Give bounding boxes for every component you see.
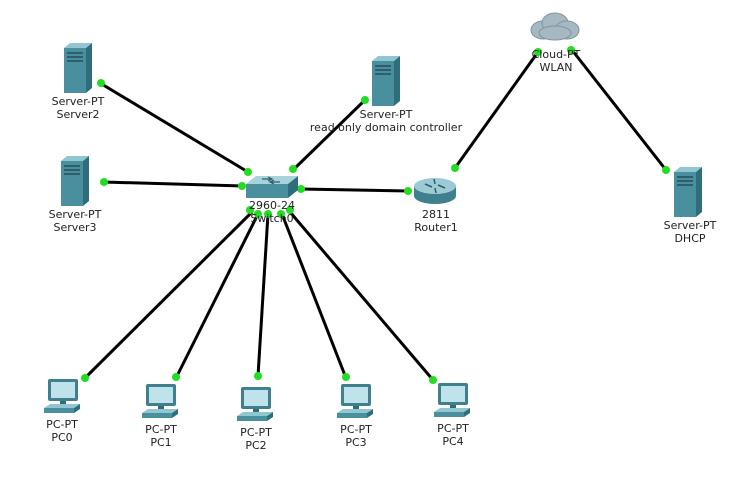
link-cloud-dhcp[interactable] xyxy=(570,49,668,171)
router1-label: 2811 Router1 xyxy=(414,208,457,234)
pc2-label: PC-PT PC2 xyxy=(240,426,272,452)
device-model: PC-PT xyxy=(145,423,177,436)
pc-icon xyxy=(44,379,80,413)
pc0-label: PC-PT PC0 xyxy=(46,418,78,444)
link-light xyxy=(662,166,670,174)
link-light xyxy=(100,178,108,186)
link-light xyxy=(264,210,272,218)
server3-label: Server-PT Server3 xyxy=(49,208,102,234)
device-model: Server-PT xyxy=(663,219,717,232)
pc-icon xyxy=(337,384,373,418)
pc0-device[interactable] xyxy=(42,378,82,416)
server-tower-icon xyxy=(372,56,400,106)
link-router1-cloud[interactable] xyxy=(453,51,540,169)
link-light xyxy=(246,206,254,214)
link-switch0-pc3[interactable] xyxy=(280,213,348,379)
link-light xyxy=(534,48,542,56)
pc1-device[interactable] xyxy=(140,383,180,421)
router1-device[interactable] xyxy=(412,174,458,206)
device-model: Cloud-PT xyxy=(531,48,581,61)
server3-device[interactable] xyxy=(57,155,91,207)
link-switch0-pc1[interactable] xyxy=(174,213,260,379)
link-switch0-rodc[interactable] xyxy=(291,98,367,172)
link-light xyxy=(404,187,412,195)
link-switch0-pc2[interactable] xyxy=(256,213,270,377)
link-light xyxy=(81,374,89,382)
link-light xyxy=(361,96,369,104)
dhcp-device[interactable] xyxy=(670,166,704,218)
switch0-label: 2960-24 Switch0 xyxy=(249,199,295,225)
cloud-icon xyxy=(530,12,580,41)
device-name: WLAN xyxy=(539,61,573,74)
link-light xyxy=(238,182,246,190)
cloud-label: Cloud-PT WLAN xyxy=(532,48,581,74)
pc-icon xyxy=(142,384,178,418)
device-model: PC-PT xyxy=(340,423,372,436)
pc4-label: PC-PT PC4 xyxy=(437,422,469,448)
device-name: Switch0 xyxy=(250,212,294,225)
pc1-label: PC-PT PC1 xyxy=(145,423,177,449)
link-light xyxy=(97,79,105,87)
pc2-device[interactable] xyxy=(235,386,275,424)
device-name: PC3 xyxy=(345,436,367,449)
server-tower-icon xyxy=(61,156,89,206)
link-light xyxy=(342,373,350,381)
device-model: PC-PT xyxy=(437,422,469,435)
device-model: Server-PT xyxy=(359,108,413,121)
rodc-label: Server-PT read only domain controller xyxy=(310,108,462,134)
device-model: Server-PT xyxy=(48,208,102,221)
device-model: Server-PT xyxy=(51,95,105,108)
device-name: Server3 xyxy=(53,221,97,234)
pc-icon xyxy=(237,387,273,421)
server2-device[interactable] xyxy=(60,42,94,94)
switch-icon xyxy=(246,176,298,198)
link-switch0-router1[interactable] xyxy=(300,187,409,193)
link-light xyxy=(254,210,262,218)
device-name: PC2 xyxy=(245,439,267,452)
device-model: 2811 xyxy=(421,208,450,221)
server-tower-icon xyxy=(64,43,92,93)
link-switch0-pc4[interactable] xyxy=(288,211,435,381)
device-name: PC0 xyxy=(51,431,73,444)
cloud-device[interactable] xyxy=(529,10,581,42)
device-name: PC1 xyxy=(150,436,172,449)
link-light xyxy=(451,164,459,172)
device-name: read only domain controller xyxy=(309,121,463,134)
link-light xyxy=(172,373,180,381)
router-icon xyxy=(414,178,456,204)
link-light xyxy=(297,185,305,193)
pc3-device[interactable] xyxy=(335,383,375,421)
device-model: PC-PT xyxy=(240,426,272,439)
link-switch0-pc0[interactable] xyxy=(83,210,254,380)
link-light xyxy=(289,165,297,173)
link-switch0-server3[interactable] xyxy=(102,180,244,188)
device-model: 2960-24 xyxy=(249,199,295,212)
device-model: PC-PT xyxy=(46,418,78,431)
server-tower-icon xyxy=(674,167,702,217)
link-light xyxy=(286,206,294,214)
dhcp-label: Server-PT DHCP xyxy=(664,219,717,245)
switch0-device[interactable] xyxy=(244,174,300,202)
device-name: Router1 xyxy=(414,221,458,234)
pc3-label: PC-PT PC3 xyxy=(340,423,372,449)
link-light xyxy=(244,168,252,176)
link-light xyxy=(277,210,285,218)
device-name: PC4 xyxy=(442,435,464,448)
pc-icon xyxy=(434,383,470,417)
device-name: DHCP xyxy=(674,232,706,245)
link-light xyxy=(254,372,262,380)
link-switch0-server2[interactable] xyxy=(99,81,249,174)
device-name: Server2 xyxy=(56,108,100,121)
pc4-device[interactable] xyxy=(432,382,472,420)
link-light xyxy=(567,46,575,54)
link-light xyxy=(429,376,437,384)
server2-label: Server-PT Server2 xyxy=(52,95,105,121)
rodc-device[interactable] xyxy=(368,55,402,107)
